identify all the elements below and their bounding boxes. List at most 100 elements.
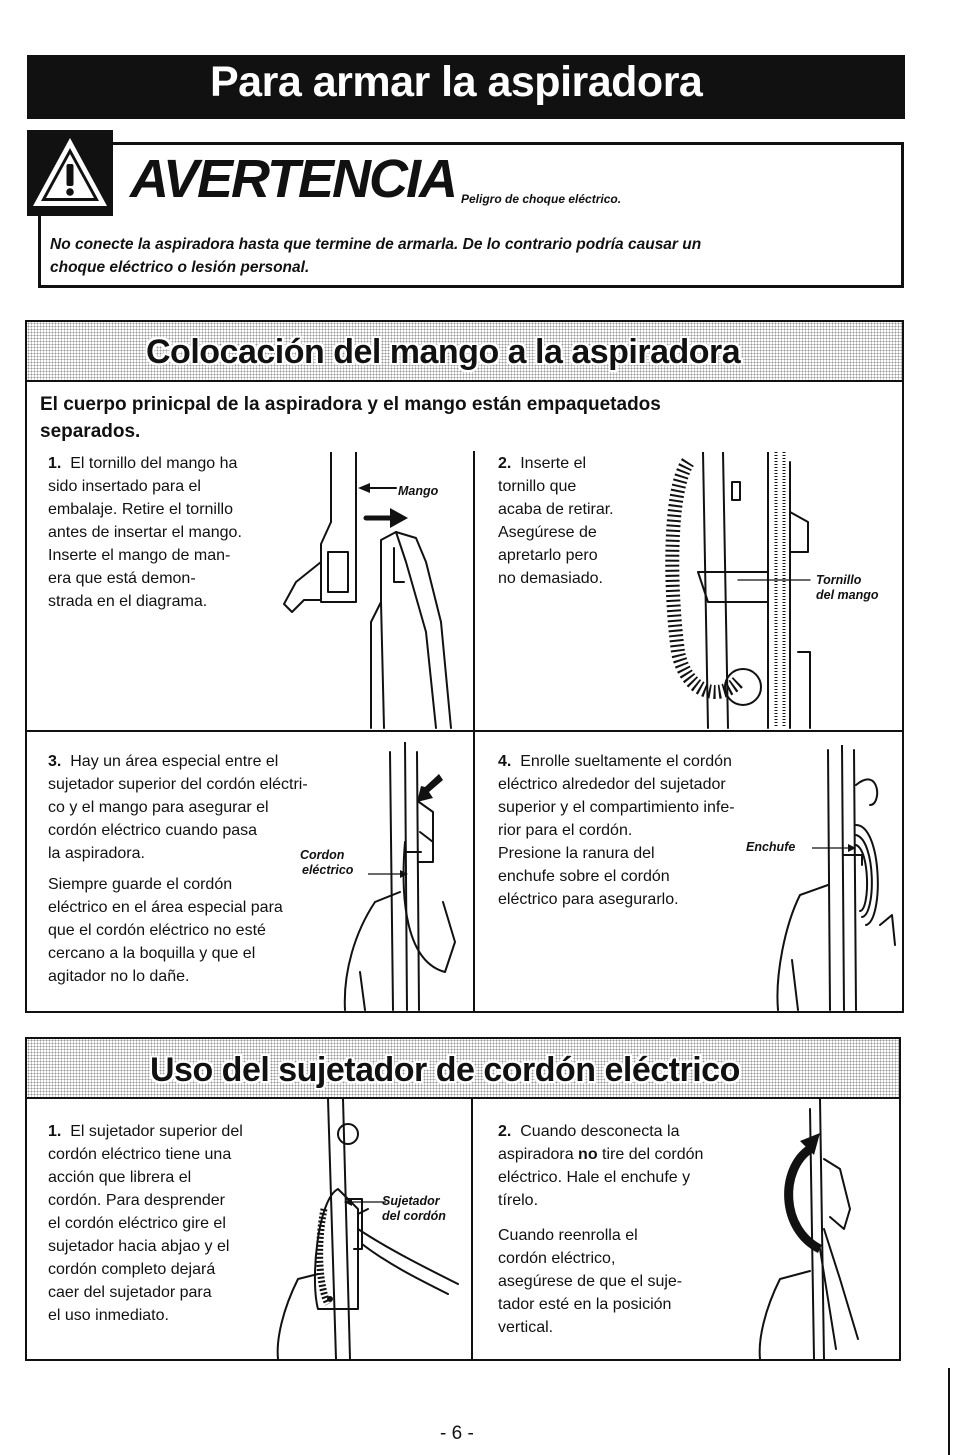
step-line: cordón. Para desprender: [48, 1192, 225, 1209]
step-line: tador esté en la posición: [498, 1296, 672, 1313]
step-line: sujetador hacia abjao y el: [48, 1238, 230, 1255]
callout-line: eléctrico: [302, 863, 354, 877]
step-line: enchufe sobre el cordón: [498, 868, 670, 885]
section-title: Uso del sujetador de cordón eléctrico: [150, 1051, 740, 1089]
screw-illustration: [665, 452, 811, 729]
step-line: Cuando reenrolla el: [498, 1227, 638, 1244]
callout-arrow: [368, 870, 408, 878]
column-divider: [471, 1099, 473, 1361]
step-line: Hay un área especial entre el: [70, 753, 279, 770]
step-text-part: tire del cordón: [597, 1146, 704, 1163]
step-line: la aspiradora.: [48, 845, 145, 862]
step-1: 1. El tornillo del mango ha sido inserta…: [48, 452, 308, 613]
step-line: eléctrico en el área especial para: [48, 899, 283, 916]
callout-mango: Mango: [398, 484, 439, 498]
step-4: 4. Enrolle sueltamente el cordón eléctri…: [498, 750, 798, 911]
step-line: embalaje. Retire el tornillo: [48, 501, 233, 518]
step-line: que el cordón eléctrico no esté: [48, 922, 266, 939]
step-line: tornillo que: [498, 478, 577, 495]
row-divider: [25, 730, 904, 732]
step-line: acción que librera el: [48, 1169, 192, 1186]
step-text-emphasis: no: [578, 1146, 598, 1163]
step-line: acaba de retirar.: [498, 501, 614, 518]
cord-wrap-illustration: [776, 745, 896, 1011]
callout-arrow: [344, 1198, 386, 1206]
section-header: [25, 320, 904, 382]
step-number: 4.: [498, 753, 512, 770]
warning-subtitle: Peligro de choque eléctrico.: [461, 192, 622, 206]
section-intro: El cuerpo prinicpal de la aspiradora y e…: [40, 391, 890, 445]
step-line: El sujetador superior del: [70, 1123, 243, 1140]
step-line: eléctrico para asegurarlo.: [498, 891, 679, 908]
page-number: - 6 -: [440, 1423, 474, 1444]
step-line: cordón eléctrico,: [498, 1250, 616, 1267]
step-line: Presione la ranura del: [498, 845, 655, 862]
step-line: strada en el diagrama.: [48, 593, 208, 610]
step-number: 3.: [48, 753, 62, 770]
step-line: era que está demon-: [48, 570, 196, 587]
warning-text: No conecte la aspiradora hasta que termi…: [50, 233, 890, 279]
step-line: sido insertado para el: [48, 478, 201, 495]
step-line: cordón completo dejará: [48, 1261, 216, 1278]
step-number: 1.: [48, 1123, 62, 1140]
step-line: no demasiado.: [498, 570, 603, 587]
step-number: 2.: [498, 455, 512, 472]
step-line: antes de insertar el mango.: [48, 524, 242, 541]
step-line: co y el mango para asegurar el: [48, 799, 269, 816]
step-line: Asegúrese de: [498, 524, 597, 541]
step-line: el cordón eléctrico gire el: [48, 1215, 226, 1232]
step-line: sujetador superior del cordón eléctri-: [48, 776, 308, 793]
step-line: apretarlo pero: [498, 547, 598, 564]
step-line: caer del sujetador para: [48, 1284, 212, 1301]
step-line: aspiradora no tire del cordón: [498, 1143, 758, 1166]
callout-cordon: Cordon eléctrico: [300, 848, 353, 878]
callout-line: del mango: [816, 588, 879, 602]
handle-insertion-illustration: [283, 452, 452, 729]
step-line: cordón eléctrico tiene una: [48, 1146, 232, 1163]
section-header: [25, 1037, 901, 1099]
callout-line: Tornillo: [816, 573, 862, 587]
callout-arrow: [812, 844, 856, 852]
margin-rule: [948, 1368, 950, 1455]
step-line: Inserte el: [520, 455, 587, 472]
clip-rotate-illustration: [758, 1099, 859, 1360]
step-number: 1.: [48, 455, 62, 472]
intro-line: separados.: [40, 421, 141, 442]
step-line: asegúrese de que el suje-: [498, 1273, 683, 1290]
step-line: superior y el compartimiento infe-: [498, 799, 735, 816]
callout-line: del cordón: [382, 1209, 446, 1223]
step-line: vertical.: [498, 1319, 554, 1336]
step-1: 1. El sujetador superior del cordón eléc…: [48, 1120, 308, 1327]
step-line: Cuando desconecta la: [520, 1123, 680, 1140]
warning-line: choque eléctrico o lesión personal.: [50, 259, 310, 276]
warning-line: No conecte la aspiradora hasta que termi…: [50, 236, 702, 253]
step-2: 2. Inserte el tornillo que acaba de reti…: [498, 452, 658, 590]
cord-release-illustration: [276, 1099, 459, 1360]
step-line: Siempre guarde el cordón: [48, 876, 233, 893]
callout-sujetador: Sujetador del cordón: [382, 1194, 446, 1224]
step-line: rior para el cordón.: [498, 822, 633, 839]
callout-enchufe: Enchufe: [746, 840, 796, 854]
step-line: cercano a la boquilla y que el: [48, 945, 256, 962]
title-bar: [27, 55, 905, 119]
callout-line: Sujetador: [382, 1194, 440, 1208]
step-line: El tornillo del mango ha: [70, 455, 238, 472]
page-title: Para armar la aspiradora: [210, 58, 703, 106]
step-2: 2. Cuando desconecta la aspiradora no ti…: [498, 1120, 758, 1339]
step-line: el uso inmediato.: [48, 1307, 169, 1324]
step-text-part: aspiradora: [498, 1146, 579, 1163]
step-line: eléctrico alrededor del sujetador: [498, 776, 726, 793]
step-line: cordón eléctrico cuando pasa: [48, 822, 258, 839]
warning-icon: [27, 130, 113, 216]
step-line: agitador no lo dañe.: [48, 968, 190, 985]
step-line: tírelo.: [498, 1192, 539, 1209]
warning-heading: AVERTENCIA: [130, 149, 458, 209]
step-line: Inserte el mango de man-: [48, 547, 231, 564]
cord-storage-illustration: [343, 742, 456, 1011]
step-line: Enrolle sueltamente el cordón: [520, 753, 732, 770]
step-number: 2.: [498, 1123, 512, 1140]
step-line: eléctrico. Hale el enchufe y: [498, 1169, 691, 1186]
step-3: 3. Hay un área especial entre el sujetad…: [48, 750, 378, 988]
intro-line: El cuerpo prinicpal de la aspiradora y e…: [40, 394, 661, 415]
callout-line: Cordon: [300, 848, 345, 862]
